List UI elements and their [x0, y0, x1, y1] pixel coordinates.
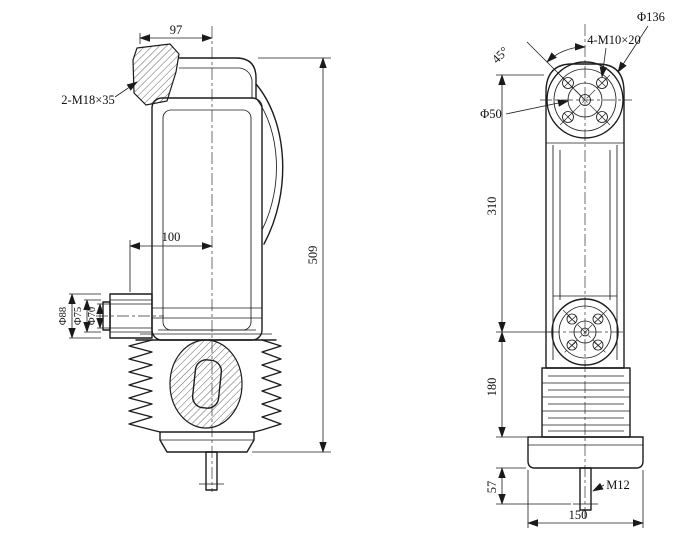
stem-length-dim-label: 57 [485, 481, 499, 494]
top-width-dim-label: 97 [170, 23, 183, 37]
pole-body-outline [151, 97, 263, 341]
lower-terminal-steps [110, 299, 152, 333]
front-view: Φ136 4-M10×20 45° Φ50 310 180 57 M12 150 [480, 10, 665, 528]
stud-spec-label: 2-M18×35 [61, 93, 115, 107]
insulator-fins-left [128, 339, 161, 433]
flange-mid-circle [553, 68, 617, 132]
upper-terminal-block [132, 43, 180, 106]
dia70-dim-label: Φ70 [87, 307, 98, 325]
bolt-spec-label: 4-M10×20 [587, 33, 641, 47]
bolt-hole-cross-marks [567, 315, 603, 350]
bolt-hole [566, 313, 578, 325]
upper-arm-inner-line [179, 67, 253, 98]
molded-core-hatch [169, 339, 243, 429]
dia50-leader [505, 99, 569, 115]
ext-lines-heights [496, 74, 571, 505]
rear-bulge-outline [255, 83, 284, 245]
flange-dia-leader [617, 25, 649, 73]
bolt-angle-line [526, 41, 586, 101]
ext-lines-150 [527, 470, 644, 528]
bolt-angle-arc [546, 43, 586, 63]
front-stem [579, 467, 592, 511]
bolt-hole [562, 77, 574, 89]
front-base-flange [527, 436, 644, 469]
stem-thread-label: M12 [606, 478, 630, 492]
side-view-dimensions: 97 2-M18×35 100 509 Φ88 Φ75 Φ70 [58, 23, 331, 453]
flange-center-hole [579, 94, 591, 106]
bolt-spec-leader [599, 47, 608, 78]
lower-flange-lines [152, 307, 262, 331]
bolt-hole [566, 339, 578, 351]
overall-height-dim-label: 509 [306, 246, 320, 265]
insulator-height-dim-label: 180 [485, 378, 499, 397]
dia88-dim-label: Φ88 [58, 307, 69, 325]
rear-bulge-inner-line [255, 97, 277, 231]
front-view-dimensions: Φ136 4-M10×20 45° Φ50 310 180 57 M12 150 [480, 10, 665, 528]
front-fins-ribs [542, 375, 630, 432]
bolt-hole [562, 111, 574, 123]
interrupter-outline [162, 109, 252, 331]
side-view: 97 2-M18×35 100 509 Φ88 Φ75 Φ70 [58, 23, 331, 492]
base-flange [159, 431, 255, 453]
hub-center-hole [580, 327, 590, 337]
stem [205, 451, 218, 491]
dia50-dim-label: Φ50 [480, 107, 502, 121]
bolt-hole [596, 111, 608, 123]
bolt-angle-dim-label: 45° [489, 44, 511, 66]
bolt-hole [592, 313, 604, 325]
hub-inner-circle [573, 320, 597, 344]
lower-hub-circles [551, 298, 619, 366]
bolt-hole [592, 339, 604, 351]
flange-dia-dim-label: Φ136 [637, 10, 665, 24]
dia75-dim-label: Φ75 [73, 307, 84, 325]
center-offset-dim-label: 100 [162, 230, 181, 244]
stud-spec-leader [114, 81, 138, 98]
stem-thread-leader [592, 482, 605, 492]
upper-height-dim-label: 310 [485, 197, 499, 216]
front-fins-outline [541, 367, 631, 438]
ext-lines-509 [252, 57, 331, 453]
hub-mid-circle [558, 305, 612, 359]
base-width-dim-label: 150 [569, 508, 588, 522]
hub-outer-circle [551, 298, 619, 366]
front-body-contour-lines [546, 142, 624, 360]
insulator-fins-right [253, 339, 282, 433]
upper-arm-outline [178, 57, 257, 99]
core-insert [191, 359, 223, 409]
